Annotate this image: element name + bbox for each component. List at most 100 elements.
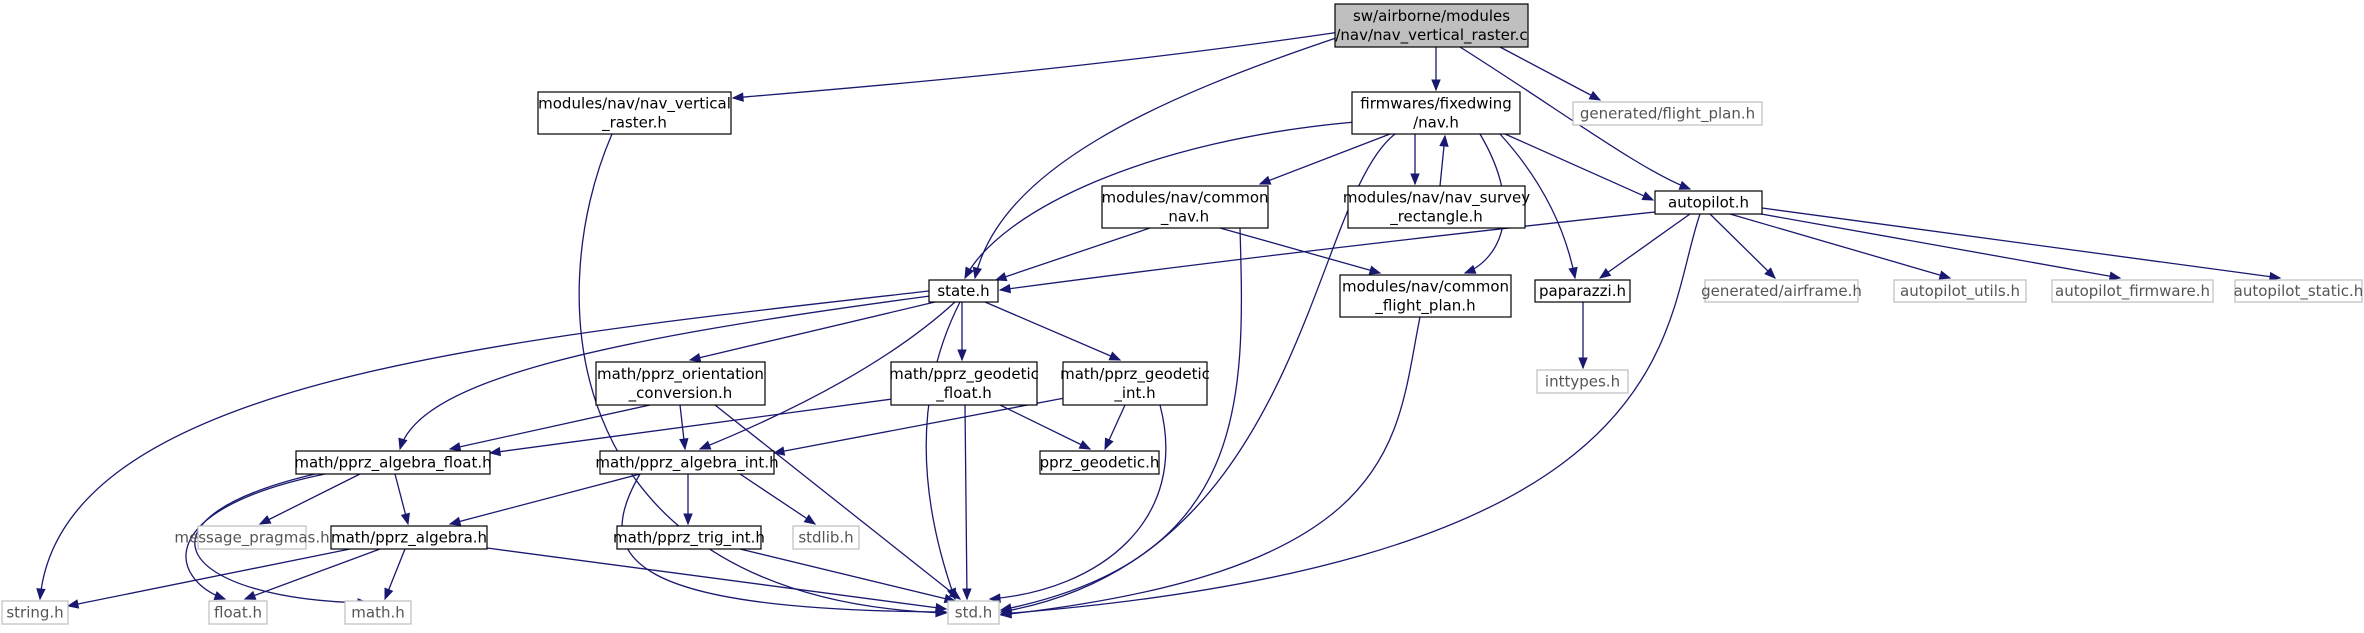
node-label: _flight_plan.h [1374, 297, 1475, 316]
edge-trig_int_h-to-std_h [739, 548, 957, 604]
edge-root-to-nav_vertical_raster_h [731, 31, 1341, 102]
node-label: math.h [351, 604, 404, 622]
edges-layer [36, 31, 2282, 619]
node-state-h[interactable]: state.h [928, 279, 999, 303]
node-label: _conversion.h [628, 384, 733, 403]
node-label: autopilot_utils.h [1900, 282, 2020, 301]
edge-autopilot_h-to-paparazzi_h [1598, 213, 1691, 279]
edge-fw_nav_h-to-state_h [964, 121, 1356, 280]
node-label: math/pprz_geodetic [889, 365, 1039, 384]
node-label: _float.h [935, 384, 991, 403]
edge-state_h-to-std_h [925, 301, 961, 601]
node-label: string.h [6, 604, 63, 622]
edge-root-to-state_h [972, 34, 1346, 280]
edge-alg_int_h-to-alg_h [448, 473, 641, 526]
edge-state_h-to-alg_float_h [398, 295, 931, 451]
node-alg-float-h[interactable]: math/pprz_algebra_float.h [294, 450, 492, 475]
node-std-h: std.h [947, 600, 1000, 625]
node-label: modules/nav/nav_vertical [538, 95, 731, 114]
node-label: pprz_geodetic.h [1040, 454, 1160, 473]
edge-autopilot_h-to-ap_utils_h [1729, 213, 1952, 280]
node-float-h: float.h [208, 600, 268, 625]
node-nav-survey-h[interactable]: modules/nav/nav_survey_rectangle.h [1343, 185, 1530, 229]
node-label: _rectangle.h [1389, 208, 1483, 227]
node-ap-utils-h: autopilot_utils.h [1893, 279, 2027, 303]
node-label: inttypes.h [1545, 373, 1620, 391]
edge-alg_h-to-float_h [243, 548, 381, 600]
node-label: math/pprz_geodetic [1060, 365, 1210, 384]
node-label: firmwares/fixedwing [1360, 95, 1511, 113]
nodes-layer: sw/airborne/modules/nav/nav_vertical_ras… [1, 3, 2364, 625]
edge-geo_float_h-to-alg_float_h [488, 397, 901, 457]
node-root[interactable]: sw/airborne/modules/nav/nav_vertical_ras… [1334, 3, 1529, 48]
edge-common_nav_h-to-common_fp_h [1219, 227, 1382, 275]
edge-fw_nav_h-to-common_nav_h [1258, 133, 1391, 185]
edge-alg_h-to-math_h [384, 548, 406, 601]
node-label: stdlib.h [798, 529, 853, 547]
node-label: float.h [214, 604, 262, 622]
edge-geo_int_h-to-pprz_geo_h [1104, 404, 1126, 451]
node-label: modules/nav/nav_survey [1343, 189, 1530, 208]
node-ap-firmware-h: autopilot_firmware.h [2051, 279, 2214, 303]
node-autopilot-h[interactable]: autopilot.h [1654, 190, 1763, 215]
edge-alg_float_h-to-float_h [185, 473, 326, 601]
node-trig-int-h[interactable]: math/pprz_trig_int.h [613, 525, 765, 550]
node-label: modules/nav/common [1101, 189, 1268, 207]
edge-autopilot_h-to-ap_static_h [1761, 207, 2282, 282]
edge-geo_float_h-to-std_h [962, 404, 972, 601]
node-label: _int.h [1113, 384, 1155, 403]
edge-fw_nav_h-to-nav_survey_h [1410, 134, 1420, 186]
edge-state_h-to-string_h [36, 290, 930, 601]
node-label: modules/nav/common [1342, 278, 1509, 296]
node-label: _nav.h [1160, 208, 1209, 227]
node-common-fp-h[interactable]: modules/nav/common_flight_plan.h [1339, 274, 1512, 318]
node-label: math/pprz_orientation [597, 365, 764, 384]
node-nav-vertical-raster-h[interactable]: modules/nav/nav_vertical_raster.h [537, 91, 732, 135]
node-stdlib-h: stdlib.h [792, 525, 860, 550]
node-pprz-geo-h[interactable]: pprz_geodetic.h [1039, 450, 1160, 475]
node-flight-plan-h: generated/flight_plan.h [1572, 101, 1763, 126]
node-paparazzi-h[interactable]: paparazzi.h [1534, 279, 1631, 303]
node-label: generated/airframe.h [1701, 282, 1862, 300]
edge-root-to-autopilot_h [1459, 46, 1692, 190]
edge-geo_int_h-to-alg_int_h [772, 396, 1071, 456]
edge-common_fp_h-to-std_h [999, 316, 1421, 619]
edge-state_h-to-orient_h [688, 301, 936, 363]
node-inttypes-h: inttypes.h [1536, 369, 1629, 394]
node-label: state.h [937, 282, 989, 300]
node-label: _raster.h [601, 114, 667, 133]
edge-state_h-to-geo_float_h [957, 302, 967, 362]
edge-autopilot_h-to-ap_firmware_h [1749, 211, 2122, 281]
edge-alg_float_h-to-msg_pragmas_h [258, 473, 361, 525]
node-label: std.h [955, 604, 993, 622]
edge-autopilot_h-to-state_h [998, 211, 1656, 294]
node-geo-float-h[interactable]: math/pprz_geodetic_float.h [889, 361, 1039, 406]
edge-alg_h-to-std_h [486, 547, 948, 613]
edge-paparazzi_h-to-inttypes_h [1578, 302, 1588, 370]
edge-alg_int_h-to-stdlib_h [739, 473, 817, 525]
node-label: /nav.h [1413, 114, 1459, 132]
node-label: message_pragmas.h [174, 529, 329, 548]
edge-state_h-to-geo_int_h [984, 301, 1122, 361]
edge-orient_h-to-alg_float_h [448, 404, 651, 452]
node-ap-static-h: autopilot_static.h [2234, 279, 2364, 303]
node-alg-h[interactable]: math/pprz_algebra.h [330, 525, 488, 550]
node-common-nav-h[interactable]: modules/nav/common_nav.h [1101, 185, 1269, 229]
node-label: math/pprz_algebra_float.h [294, 454, 491, 473]
node-label: math/pprz_trig_int.h [613, 529, 765, 548]
node-label: sw/airborne/modules [1353, 7, 1510, 25]
node-airframe-h: generated/airframe.h [1701, 279, 1862, 303]
edge-geo_int_h-to-std_h [988, 404, 1167, 603]
node-fw-nav-h[interactable]: firmwares/fixedwing/nav.h [1351, 91, 1521, 135]
node-label: autopilot_firmware.h [2055, 282, 2210, 301]
edge-alg_float_h-to-alg_h [394, 473, 410, 526]
node-label: math/pprz_algebra.h [331, 529, 487, 548]
edge-orient_h-to-std_h [714, 404, 962, 600]
node-orient-h[interactable]: math/pprz_orientation_conversion.h [595, 361, 766, 406]
edge-fw_nav_h-to-paparazzi_h [1499, 133, 1578, 280]
node-alg-int-h[interactable]: math/pprz_algebra_int.h [595, 450, 779, 475]
edge-fw_nav_h-to-autopilot_h [1504, 133, 1655, 201]
node-label: autopilot_static.h [2234, 282, 2364, 301]
node-geo-int-h[interactable]: math/pprz_geodetic_int.h [1060, 361, 1210, 406]
edge-alg_h-to-string_h [66, 548, 351, 609]
